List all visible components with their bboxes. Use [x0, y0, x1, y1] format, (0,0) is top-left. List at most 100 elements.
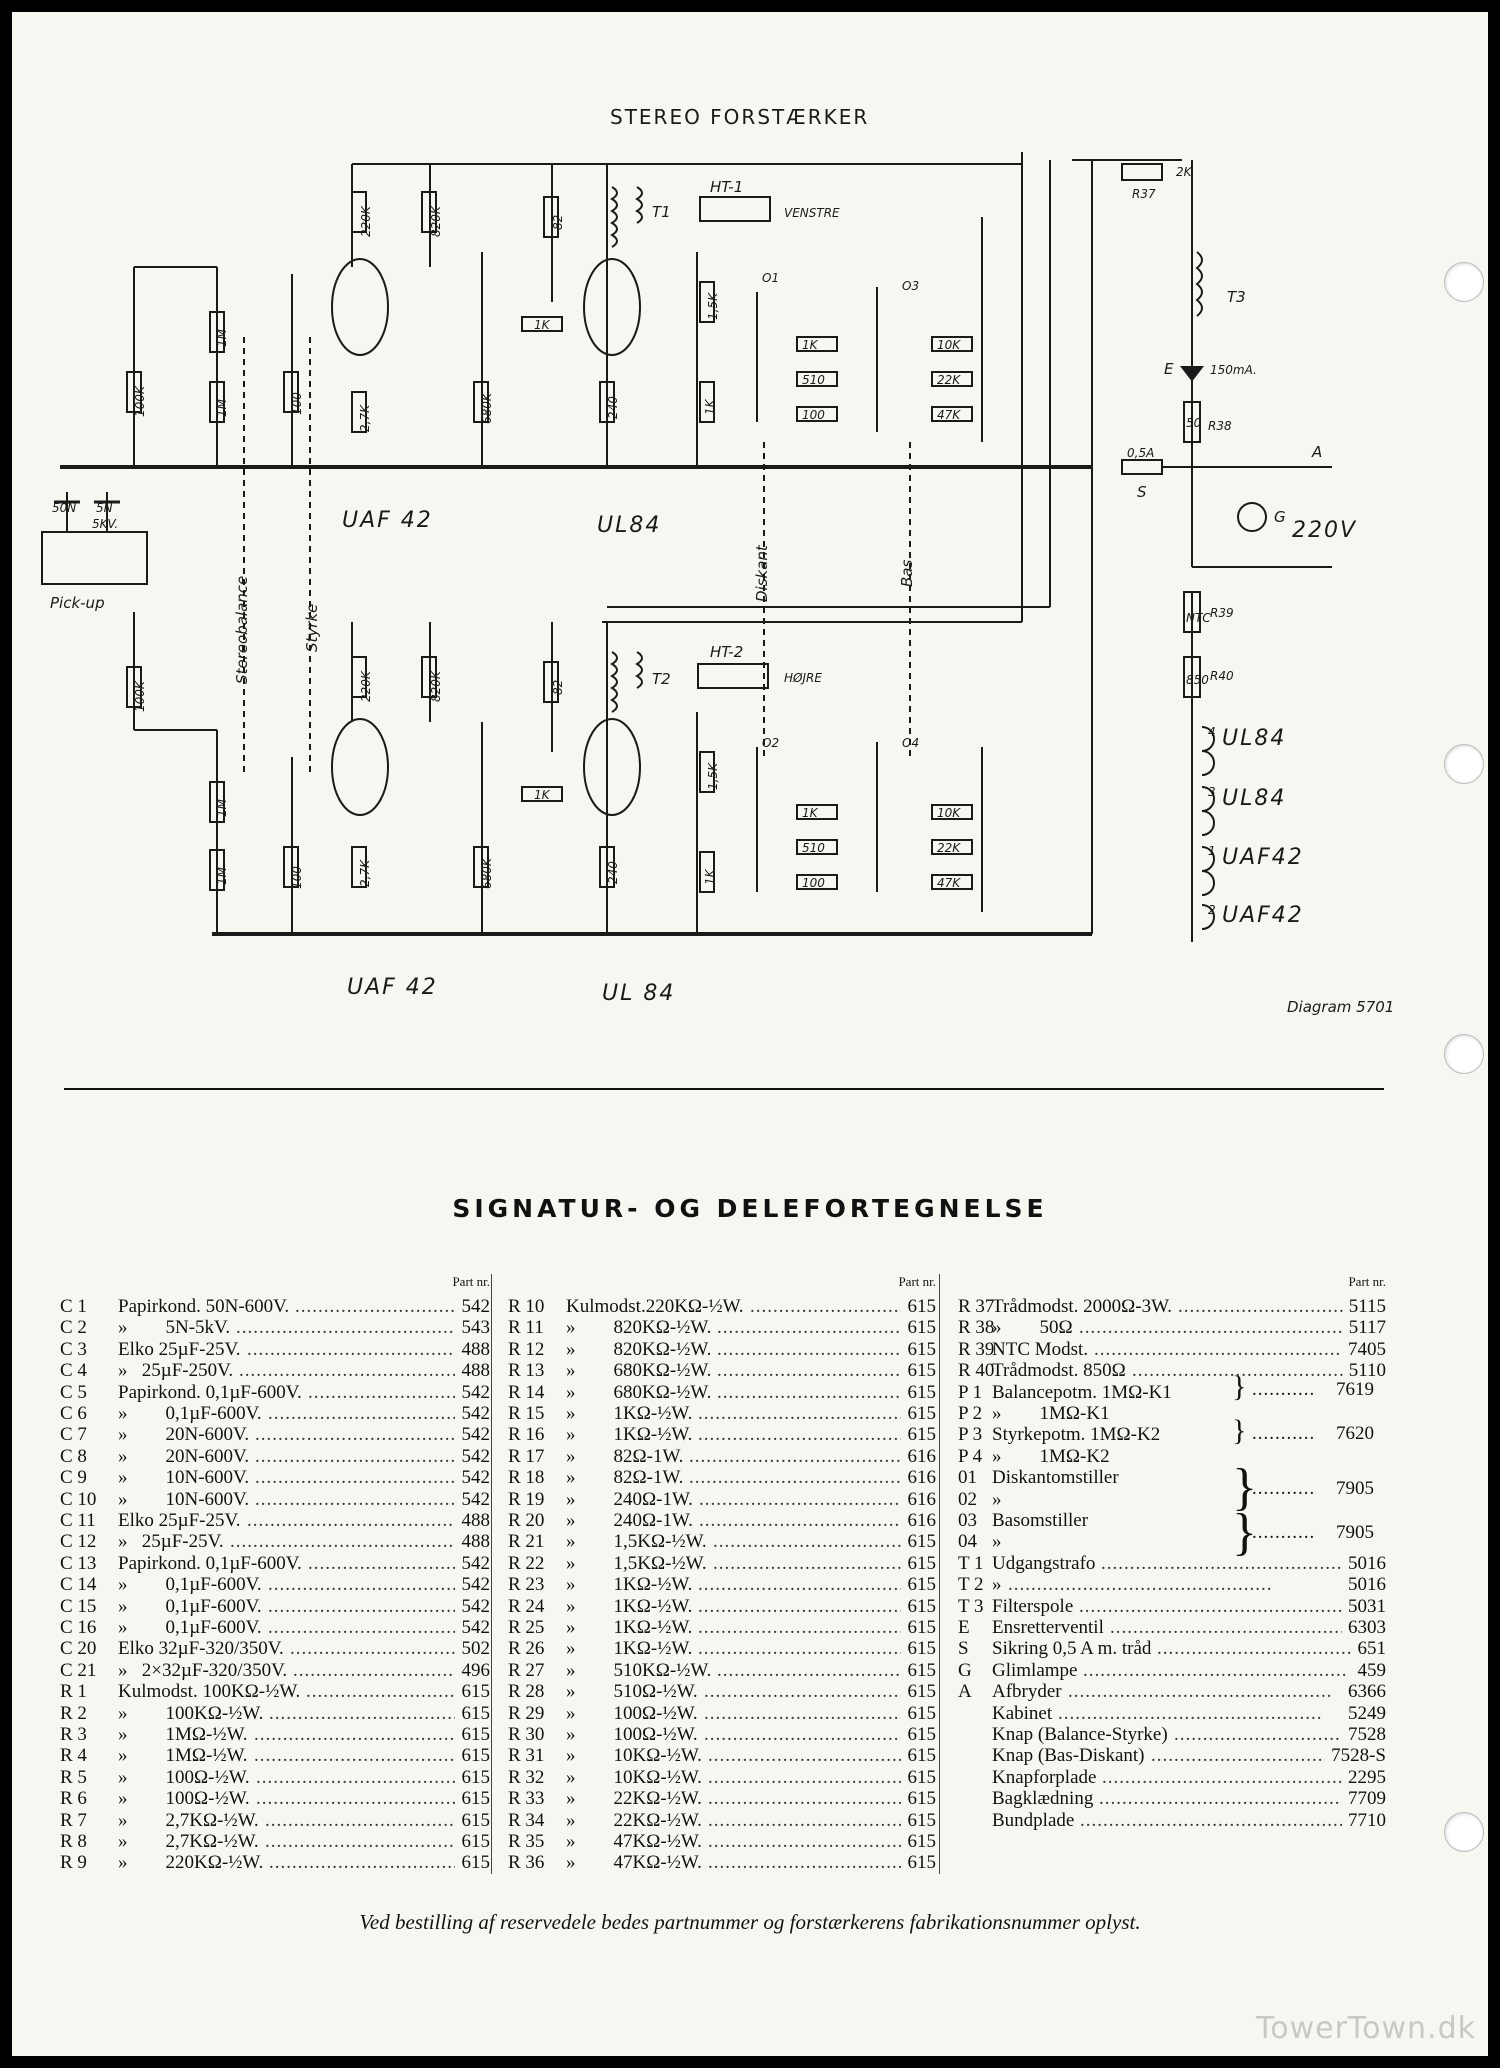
part-nr-header: Part nr.	[1348, 1274, 1386, 1289]
part-code: R 34	[508, 1809, 545, 1831]
punch-hole	[1444, 1034, 1484, 1074]
part-code: R 2	[60, 1702, 87, 1724]
part-row: R 22» 1,5KΩ-½W..........................…	[508, 1553, 936, 1575]
part-code: R 6	[60, 1788, 87, 1810]
tone-resistor-value: 510	[802, 373, 825, 387]
part-number: 542	[461, 1574, 491, 1596]
part-row: R 18» 82Ω-1W............................…	[508, 1467, 936, 1489]
part-row: R 2» 100KΩ-½W...........................…	[60, 1703, 490, 1725]
part-code: R 18	[508, 1467, 545, 1489]
part-code: R 19	[508, 1488, 545, 1510]
part-row: R 16» 1KΩ-½W............................…	[508, 1424, 936, 1446]
part-number: 615	[461, 1681, 491, 1703]
schematic-diagram: STEREO FORSTÆRKER Diagram 5701 UAF 42 UL…	[41, 105, 1394, 1016]
part-description: Styrkepotm. 1MΩ-K2	[992, 1424, 1161, 1446]
resistor-value: 100	[290, 866, 304, 889]
part-nr-header: Part nr.	[898, 1274, 936, 1289]
leader-dots: ........................................…	[698, 1574, 901, 1596]
resistor-value: 820K	[429, 205, 443, 237]
part-number: 488	[461, 1338, 491, 1360]
leader-dots: ........................................…	[717, 1659, 901, 1681]
part-number: 615	[907, 1809, 937, 1831]
part-description: » 510Ω-½W.	[566, 1681, 698, 1703]
resistor-value: 1M	[215, 328, 229, 347]
leader-dots: ........................................…	[255, 1488, 455, 1510]
control-label: Bas	[898, 560, 916, 587]
leader-dots: ........................................…	[268, 1595, 455, 1617]
r37-value: 2K	[1176, 165, 1193, 179]
leader-dots: ........................................…	[704, 1724, 901, 1745]
part-description: » 510KΩ-½W.	[566, 1659, 712, 1681]
part-number: 5115	[1348, 1296, 1386, 1317]
r38-label: R38	[1208, 419, 1232, 433]
resistor-value: 1K	[703, 398, 717, 415]
part-row: R 3» 1MΩ-½W.............................…	[60, 1724, 490, 1746]
part-description: » 0,1µF-600V.	[118, 1595, 262, 1617]
group-part-number: 7905	[1336, 1522, 1374, 1543]
part-description: » 100Ω-½W.	[566, 1724, 698, 1745]
part-description: »	[992, 1531, 1002, 1553]
part-description: Papirkond. 0,1µF-600V.	[118, 1552, 302, 1574]
leader-dots: ........................................…	[717, 1381, 901, 1403]
part-description: Knap (Bas-Diskant)	[992, 1745, 1145, 1767]
part-description: » 100Ω-½W.	[118, 1788, 250, 1810]
part-number: 5110	[1348, 1360, 1386, 1382]
part-description: » 25µF-25V.	[118, 1531, 224, 1553]
part-description: » 10KΩ-½W.	[566, 1766, 702, 1788]
leader-dots: ........................................…	[1080, 1809, 1342, 1831]
part-number: 488	[461, 1531, 491, 1553]
part-code: S	[958, 1638, 969, 1660]
part-row: R 20» 240Ω-1W...........................…	[508, 1510, 936, 1532]
leader-dots: ........................................…	[699, 1510, 901, 1531]
part-description: » 100KΩ-½W.	[118, 1702, 264, 1724]
column-separator	[491, 1274, 492, 1874]
part-number: 615	[907, 1681, 937, 1703]
leader-dots: ........................................…	[1110, 1617, 1342, 1638]
leader-dots: ........................................…	[295, 1296, 455, 1317]
part-description: » 2,7KΩ-½W.	[118, 1831, 259, 1852]
part-code: R 21	[508, 1531, 545, 1553]
capacitor-voltage: 5KV.	[92, 517, 118, 531]
schematic-title: STEREO FORSTÆRKER	[610, 105, 869, 129]
leader-dots: ........................................…	[247, 1510, 455, 1531]
part-code: C 9	[60, 1467, 87, 1489]
part-row: R 31» 10KΩ-½W...........................…	[508, 1745, 936, 1767]
part-number: 615	[907, 1360, 937, 1382]
part-description: Papirkond. 50N-600V.	[118, 1296, 290, 1317]
group-part-number: 7905	[1336, 1478, 1374, 1499]
part-row: C 8» 20N-600V...........................…	[60, 1446, 490, 1468]
part-row: R 26» 1KΩ-½W............................…	[508, 1638, 936, 1660]
parts-list-title: SIGNATUR- OG DELEFORTEGNELSE	[452, 1194, 1048, 1223]
part-code: R 17	[508, 1445, 545, 1467]
transformer-label: T2	[652, 670, 671, 688]
part-row: Knap (Balance-Styrke)...................…	[958, 1724, 1386, 1746]
part-row: C 9» 10N-600V...........................…	[60, 1467, 490, 1489]
divider	[64, 1088, 1384, 1090]
transformer-label: HT-1	[710, 178, 743, 196]
resistor-value: 1,5K	[706, 292, 720, 320]
resistor-value: 1K	[534, 788, 551, 802]
tone-resistor-value: 100	[802, 408, 825, 422]
part-code: R 13	[508, 1360, 545, 1382]
tube-label: UL 84	[602, 981, 675, 1006]
part-number: 616	[907, 1445, 937, 1467]
part-description: Bundplade	[992, 1809, 1075, 1831]
part-code: R 29	[508, 1702, 545, 1724]
heater-label: UL84	[1222, 726, 1286, 751]
part-number: 542	[461, 1488, 491, 1510]
part-code: P 3	[958, 1424, 983, 1446]
part-description: » 2×32µF-320/350V.	[118, 1659, 288, 1681]
part-number: 615	[907, 1381, 937, 1403]
part-code: R 5	[60, 1766, 87, 1788]
part-code: R 4	[60, 1745, 87, 1767]
part-description: Knapforplade	[992, 1766, 1097, 1788]
part-number: 542	[461, 1595, 491, 1617]
rectifier-label: E	[1164, 360, 1174, 378]
resistor-value: 220K	[359, 670, 373, 702]
part-row: 02»	[958, 1489, 1386, 1511]
